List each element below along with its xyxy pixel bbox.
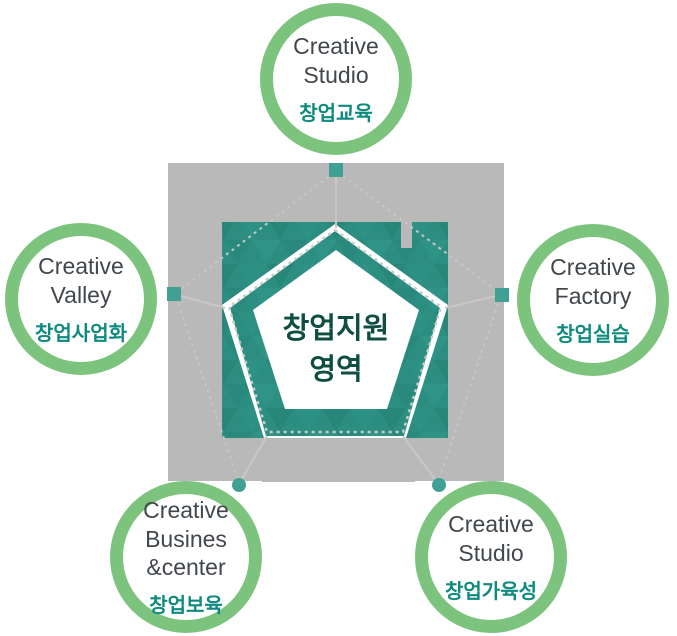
node-title-line: Studio (303, 62, 369, 88)
node-title-line: Creative (293, 33, 379, 60)
node-title-line: Studio (458, 540, 524, 566)
node-title-line: Creative (143, 497, 229, 524)
center-label-line: 영역 (309, 354, 363, 387)
connector-dot-right (495, 288, 509, 302)
node-subtitle: 창업사업화 (35, 322, 127, 345)
connector-dot-left (167, 287, 181, 301)
node-title: Creative Studio (448, 510, 534, 567)
notch-stripe (401, 222, 412, 248)
node-circle-right: Creative Factory 창업실습 (517, 224, 669, 376)
node-circle-bottom-right: Creative Studio 창업가육성 (415, 481, 567, 633)
inner-pentagon (253, 250, 419, 409)
node-title: Creative Valley (38, 252, 124, 309)
node-title-line: Valley (50, 282, 112, 308)
node-subtitle: 창업가육성 (445, 580, 537, 603)
dashed-pentagon-outline (227, 228, 443, 434)
center-label-line: 창업지원 (282, 313, 390, 345)
node-circle-left: Creative Valley 창업사업화 (5, 223, 157, 375)
node-circle-bottom-left: Creative Busines &center 창업보육 (110, 481, 262, 633)
node-circle-top: Creative Studio 창업교육 (260, 3, 412, 155)
node-title-line: Creative (38, 253, 124, 280)
node-subtitle: 창업보육 (149, 594, 223, 617)
node-title-line: Creative (448, 511, 534, 538)
connector-dot-top (329, 163, 343, 177)
node-title: Creative Busines &center (143, 496, 229, 582)
node-title: Creative Studio (293, 32, 379, 89)
connector-lines (180, 176, 497, 483)
node-title-line: Creative (550, 254, 636, 281)
node-subtitle: 창업실습 (556, 323, 630, 346)
node-title: Creative Factory (550, 253, 636, 310)
node-subtitle: 창업교육 (299, 102, 373, 125)
connector-dot-bottom-right (432, 478, 446, 492)
dashed-connector-pentagon (175, 169, 501, 484)
connector-dot-bottom-left (232, 478, 246, 492)
node-title-line: Factory (554, 283, 632, 309)
node-title-line: Busines (145, 525, 227, 552)
node-title-line: &center (146, 554, 226, 581)
center-pentagon-label: 창업지원 영역 (225, 309, 447, 391)
